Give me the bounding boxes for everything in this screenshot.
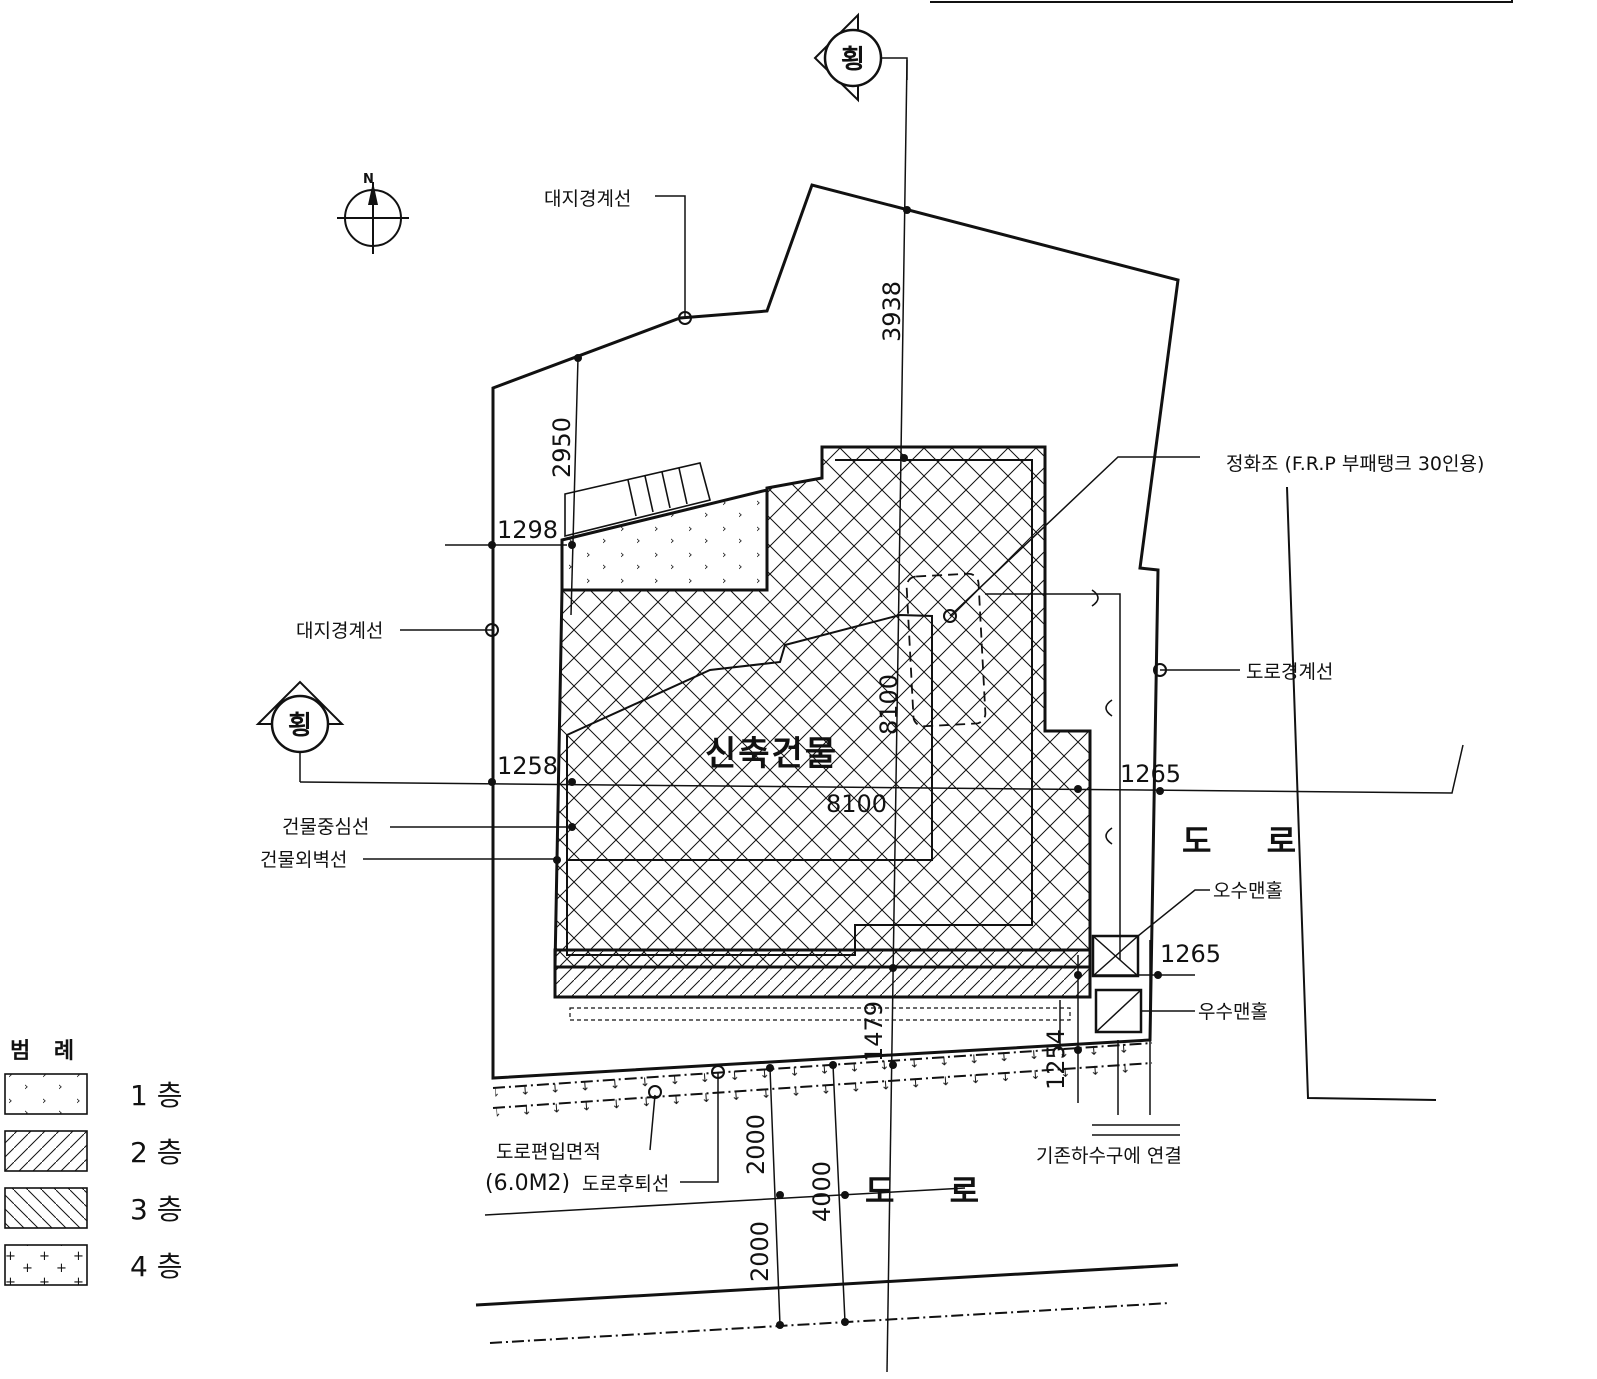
- septic-tank: [905, 572, 987, 728]
- vertical-axis: [886, 59, 908, 1373]
- legend-label-4: 4 층: [130, 1250, 182, 1283]
- label-road-area-1: 도로편입면적: [496, 1141, 601, 1163]
- legend-swatch-1: [4, 1073, 88, 1115]
- svg-text:N: N: [363, 172, 374, 187]
- manhole-2: [1094, 988, 1143, 1034]
- section-marker-left-label: 횡: [288, 711, 312, 741]
- dim-1479: 1479: [860, 1001, 888, 1062]
- floor1-wing: [560, 488, 769, 592]
- legend-swatch-4: [4, 1244, 88, 1286]
- legend-label-2: 2 층: [130, 1136, 182, 1169]
- floor2-strip: [553, 948, 1092, 999]
- stairs: [564, 462, 711, 538]
- legend-swatch-3: [4, 1187, 88, 1229]
- label-road-area-2a: (6.0M2): [485, 1171, 570, 1196]
- section-marker-top: 횡: [813, 12, 908, 103]
- dim-4000: 4000: [808, 1161, 836, 1222]
- label-building-outer-wall: 건물외벽선: [260, 849, 347, 871]
- label-road-bottom: 도 로: [865, 1172, 1001, 1210]
- section-marker-top-label: 횡: [841, 45, 865, 75]
- legend-swatch-2: [4, 1130, 88, 1172]
- dim-8100-v: 8100: [875, 674, 903, 735]
- road-edge: [475, 1263, 1179, 1307]
- legend-label-1: 1 층: [130, 1079, 182, 1112]
- dim-1265-a: 1265: [1120, 760, 1181, 788]
- dim-2000-a: 2000: [742, 1114, 770, 1175]
- label-septic: 정화조 (F.R.P 부패탱크 30인용): [1226, 453, 1484, 475]
- vertical-axis-left: [570, 357, 579, 616]
- north-arrow: N: [337, 172, 409, 254]
- label-road-boundary: 도로경계선: [1246, 661, 1333, 683]
- label-manhole-2: 우수맨홀: [1198, 1001, 1268, 1023]
- dim-8100-h: 8100: [826, 790, 887, 818]
- legend: 범 례 1 층 2 층 3 층 4 층: [4, 1039, 182, 1286]
- legend-label-3: 3 층: [130, 1193, 182, 1226]
- label-site-boundary-left: 대지경계선: [296, 620, 383, 642]
- label-building-center: 건물중심선: [282, 816, 369, 838]
- dim-1258: 1258: [497, 752, 558, 780]
- floor4-outline: [566, 459, 1033, 956]
- paving-strip: [569, 1007, 1071, 1021]
- manhole-1: [1091, 934, 1140, 978]
- label-road-area-2b: 도로후퇴선: [582, 1173, 669, 1195]
- dim-2000-b: 2000: [746, 1221, 774, 1282]
- label-sewer-connection: 기존하수구에 연결: [1036, 1145, 1182, 1167]
- label-site-boundary-top: 대지경계선: [544, 188, 631, 210]
- legend-title: 범 례: [10, 1039, 82, 1064]
- dim-1254: 1254: [1042, 1029, 1070, 1090]
- section-marker-left: 횡: [255, 680, 345, 782]
- label-manhole-1: 오수맨홀: [1213, 880, 1283, 902]
- horizontal-axis: [299, 744, 1464, 794]
- label-road-right: 도 로: [1182, 822, 1318, 860]
- dim-2950: 2950: [548, 417, 576, 478]
- dim-3938: 3938: [878, 281, 906, 342]
- label-building-name: 신축건물: [705, 734, 838, 774]
- dim-1265-b: 1265: [1160, 940, 1221, 968]
- dim-1298: 1298: [497, 516, 558, 544]
